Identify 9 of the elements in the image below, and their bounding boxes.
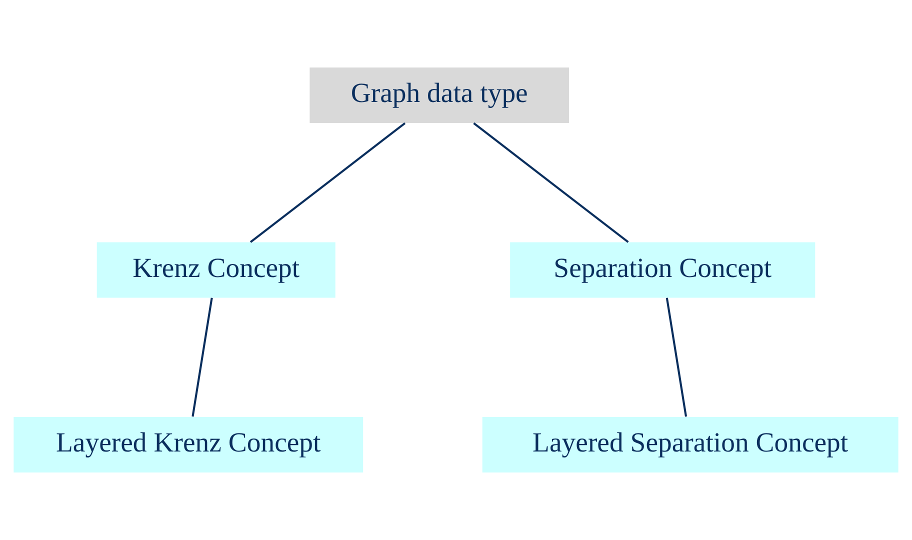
connector — [473, 122, 629, 243]
node-box: Krenz Concept — [96, 242, 336, 298]
connector — [250, 122, 406, 243]
connector — [192, 298, 213, 417]
connector — [666, 298, 688, 417]
node-box: Layered Separation Concept — [482, 416, 898, 472]
node-box: Layered Krenz Concept — [14, 416, 364, 472]
node-box: Graph data type — [310, 68, 570, 124]
node-box: Separation Concept — [510, 242, 816, 298]
